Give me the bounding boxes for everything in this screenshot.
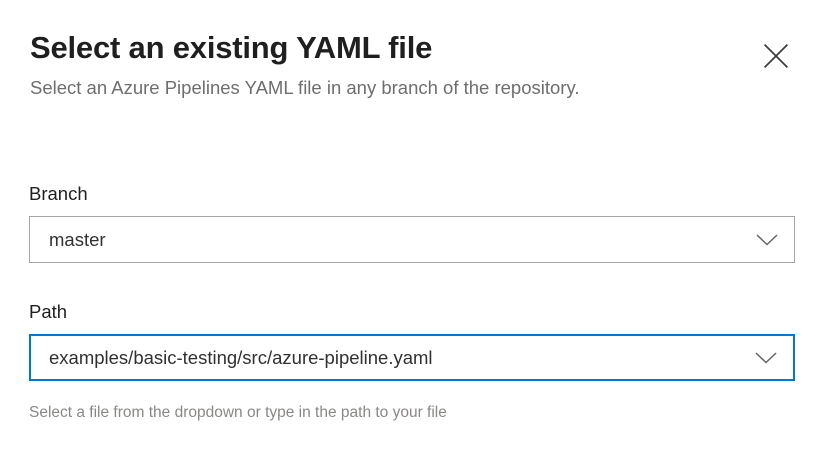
chevron-down-icon: [756, 233, 778, 247]
chevron-down-icon: [755, 351, 777, 365]
close-button[interactable]: [757, 37, 795, 75]
path-input[interactable]: [31, 344, 793, 371]
path-field-group: Path Select a file from the dropdown or …: [29, 300, 795, 423]
path-combobox[interactable]: [29, 334, 795, 381]
dialog-subtitle: Select an Azure Pipelines YAML file in a…: [30, 77, 580, 98]
branch-label: Branch: [29, 183, 88, 204]
path-hint-text: Select a file from the dropdown or type …: [29, 404, 447, 421]
path-label: Path: [29, 301, 68, 322]
branch-dropdown-button[interactable]: [752, 217, 782, 262]
path-dropdown-button[interactable]: [751, 336, 781, 379]
branch-field-group: Branch: [29, 182, 795, 263]
dialog-header: Select an existing YAML file Select an A…: [30, 28, 750, 103]
page-title: Select an existing YAML file: [30, 30, 433, 65]
branch-input[interactable]: [30, 226, 794, 253]
close-icon: [763, 43, 789, 69]
branch-combobox[interactable]: [29, 216, 795, 263]
